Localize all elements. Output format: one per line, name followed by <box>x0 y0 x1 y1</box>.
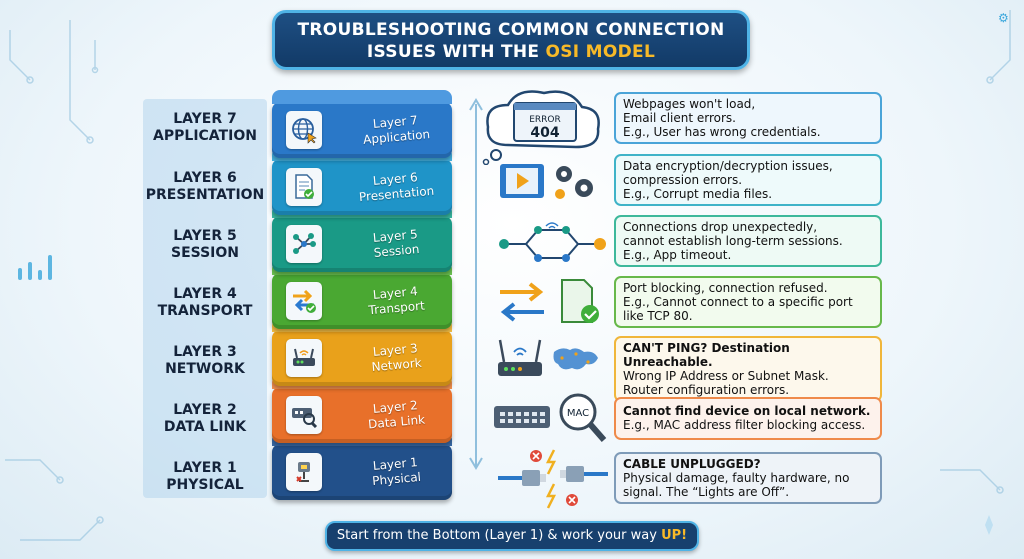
info-line: Cannot find device on local network. <box>623 404 871 418</box>
footer-highlight: UP! <box>661 528 688 543</box>
info-line: Data encryption/decryption issues, <box>623 159 833 173</box>
layer-4-info-box: Port blocking, connection refused. E.g.,… <box>614 276 882 328</box>
info-line: E.g., User has wrong credentials. <box>623 125 821 139</box>
title-line-2-prefix: ISSUES WITH THE <box>366 42 546 62</box>
network-nodes-icon <box>286 225 322 263</box>
title-highlight: OSI MODEL <box>545 42 656 62</box>
globe-cursor-icon <box>286 111 322 149</box>
svg-text:⚙: ⚙ <box>998 11 1009 25</box>
router-icon <box>286 339 322 377</box>
layer-7-info-box: Webpages won't load, Email client errors… <box>614 92 882 144</box>
info-line: Router configuration errors. <box>623 383 790 397</box>
info-line: Webpages won't load, <box>623 97 756 111</box>
switch-mac-illustration: MAC <box>494 393 607 442</box>
info-line: Port blocking, connection refused. <box>623 281 828 295</box>
unplugged-cable-illustration <box>498 449 608 509</box>
info-line: signal. The “Lights are Off”. <box>623 485 790 499</box>
info-line: Physical damage, faulty hardware, no <box>623 471 850 485</box>
title-line-2: ISSUES WITH THE OSI MODEL <box>275 41 747 63</box>
arrows-document-illustration <box>500 279 599 323</box>
info-line: E.g., App timeout. <box>623 248 732 262</box>
error-label: ERROR <box>529 115 561 125</box>
info-line: like TCP 80. <box>623 309 693 323</box>
layer-2-info-box: Cannot find device on local network. E.g… <box>614 397 882 440</box>
media-gears-illustration <box>500 164 593 199</box>
arrows-check-icon <box>286 282 322 320</box>
upward-arrow-line <box>469 98 483 470</box>
footer-text: Start from the Bottom (Layer 1) & work y… <box>336 528 662 543</box>
circuit-decoration-left <box>5 20 104 541</box>
cable-icon <box>286 453 322 491</box>
circuit-decoration-right: ⚙ <box>940 10 1011 535</box>
error-code: 404 <box>530 125 559 141</box>
layer-names-panel <box>143 99 267 498</box>
layer-5-info-box: Connections drop unexpectedly, cannot es… <box>614 215 882 267</box>
layer-1-info-box: CABLE UNPLUGGED? Physical damage, faulty… <box>614 452 882 504</box>
router-map-illustration <box>498 339 598 376</box>
info-line: Wrong IP Address or Subnet Mask. <box>623 369 829 383</box>
info-line: compression errors. <box>623 173 743 187</box>
info-line: E.g., Cannot connect to a specific port <box>623 295 853 309</box>
title-banner: TROUBLESHOOTING COMMON CONNECTION ISSUES… <box>272 10 750 70</box>
info-line: E.g., MAC address filter blocking access… <box>623 418 866 432</box>
info-line: Connections drop unexpectedly, <box>623 220 818 234</box>
footer-banner: Start from the Bottom (Layer 1) & work y… <box>325 521 699 551</box>
document-check-icon <box>286 168 322 206</box>
layer-6-info-box: Data encryption/decryption issues, compr… <box>614 154 882 206</box>
info-line: CABLE UNPLUGGED? <box>623 457 761 471</box>
session-nodes-illustration <box>499 222 606 262</box>
info-line: CAN'T PING? Destination Unreachable. <box>623 341 790 369</box>
info-line: E.g., Corrupt media files. <box>623 187 773 201</box>
error-cloud-illustration: ERROR 404 <box>482 90 600 165</box>
info-line: cannot establish long-term sessions. <box>623 234 843 248</box>
title-line-1: TROUBLESHOOTING COMMON CONNECTION <box>297 20 725 40</box>
mac-label: MAC <box>567 408 589 419</box>
info-line: Email client errors. <box>623 111 736 125</box>
layer-3-info-box: CAN'T PING? Destination Unreachable. Wro… <box>614 336 882 402</box>
switch-magnifier-icon <box>286 396 322 434</box>
